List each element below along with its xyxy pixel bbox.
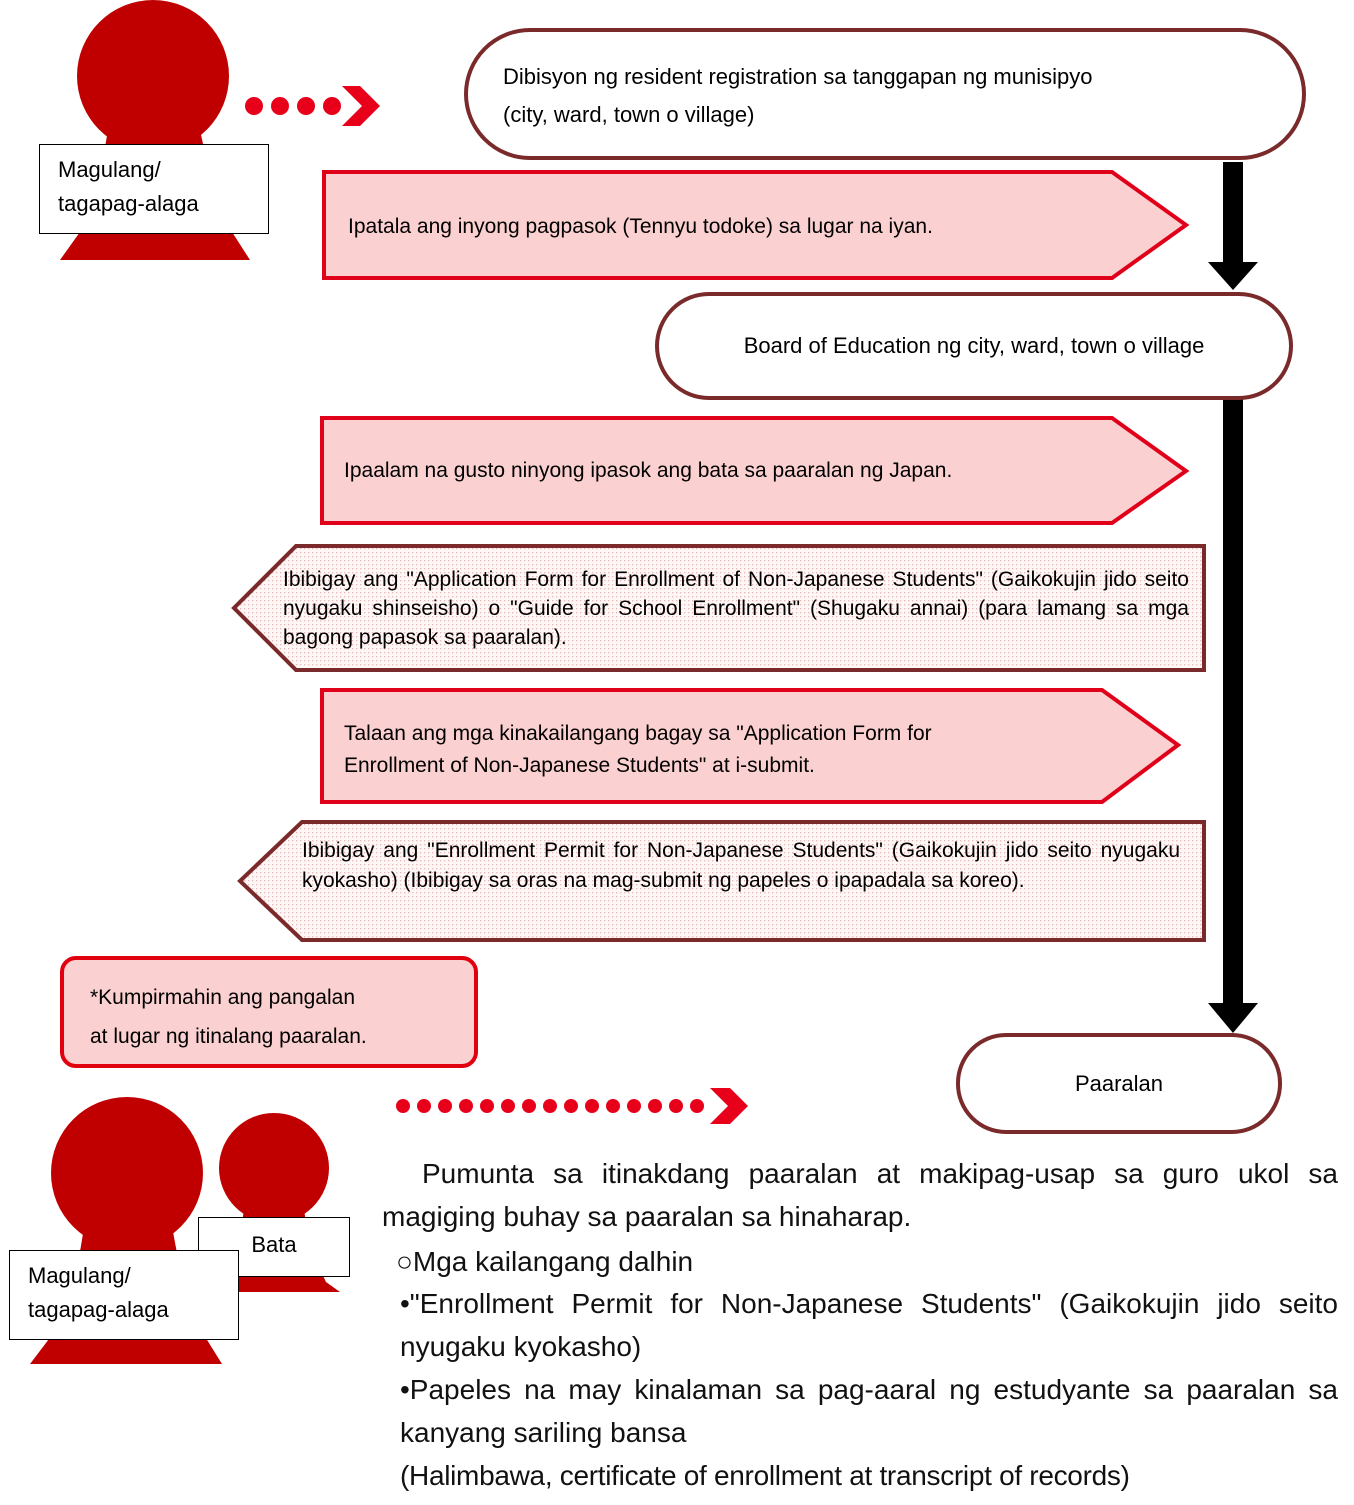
step-receive-permit-text: Ibibigay ang "Enrollment Permit for Non-… — [302, 839, 1180, 892]
dotted-arrow-icon — [396, 1088, 748, 1124]
note-box: *Kumpirmahin ang pangalan at lugar ng it… — [60, 956, 478, 1068]
step-receive-forms-arrow — [231, 544, 1206, 672]
school-label: Paaralan — [1074, 1071, 1164, 1096]
parent-label-box: Magulang/ tagapag-alaga — [39, 144, 269, 234]
node-board-of-education — [655, 292, 1293, 400]
parent-label-bottom-line2: tagapag-alaga — [28, 1297, 169, 1322]
instructions-intro: Pumunta sa itinakdang paaralan at makipa… — [382, 1158, 1338, 1232]
step-submit-form-line2: Enrollment of Non-Japanese Students" at … — [344, 754, 815, 777]
node-school — [956, 1033, 1282, 1134]
parent-label-bottom-line1: Magulang/ — [28, 1263, 131, 1288]
note-line2: at lugar ng itinalang paaralan. — [90, 1025, 367, 1048]
instructions-example: (Halimbawa, certificate of enrollment at… — [400, 1460, 1130, 1491]
node-municipal-office — [464, 28, 1306, 160]
step-inform-board-arrow — [320, 416, 1190, 525]
dotted-arrow-icon — [245, 86, 380, 126]
step-register-entry-arrow — [322, 170, 1190, 280]
step-inform-board-text: Ipaalam na gusto ninyong ipasok ang bata… — [344, 459, 953, 482]
municipal-office-line1: Dibisyon ng resident registration sa tan… — [503, 64, 1093, 89]
note-line1: *Kumpirmahin ang pangalan — [90, 986, 356, 1009]
municipal-office-label: Dibisyon ng resident registration sa tan… — [503, 58, 1273, 134]
board-of-education-label: Board of Education ng city, ward, town o… — [743, 333, 1205, 358]
step-register-entry-text: Ipatala ang inyong pagpasok (Tennyu todo… — [348, 215, 933, 238]
parent-label-box-bottom: Magulang/ tagapag-alaga — [9, 1250, 239, 1340]
instructions-item-papers: •Papeles na may kinalaman sa pag-aaral n… — [400, 1374, 1338, 1448]
instructions-item-permit: •"Enrollment Permit for Non-Japanese Stu… — [400, 1288, 1338, 1362]
parent-label-line1: Magulang/ — [58, 157, 161, 182]
instructions-heading: ○Mga kailangang dalhin — [396, 1246, 694, 1277]
parent-label-line2: tagapag-alaga — [58, 191, 199, 216]
down-arrow-icon — [1208, 162, 1258, 1033]
step-submit-form-text: Talaan ang mga kinakailangang bagay sa "… — [344, 718, 1104, 782]
step-receive-forms-text: Ibibigay ang "Application Form for Enrol… — [283, 568, 1189, 649]
child-label: Bata — [251, 1232, 297, 1257]
step-receive-permit-arrow — [237, 820, 1206, 942]
step-submit-form-arrow — [320, 688, 1182, 804]
step-submit-form-line1: Talaan ang mga kinakailangang bagay sa "… — [344, 722, 932, 745]
municipal-office-line2: (city, ward, town o village) — [503, 102, 755, 127]
